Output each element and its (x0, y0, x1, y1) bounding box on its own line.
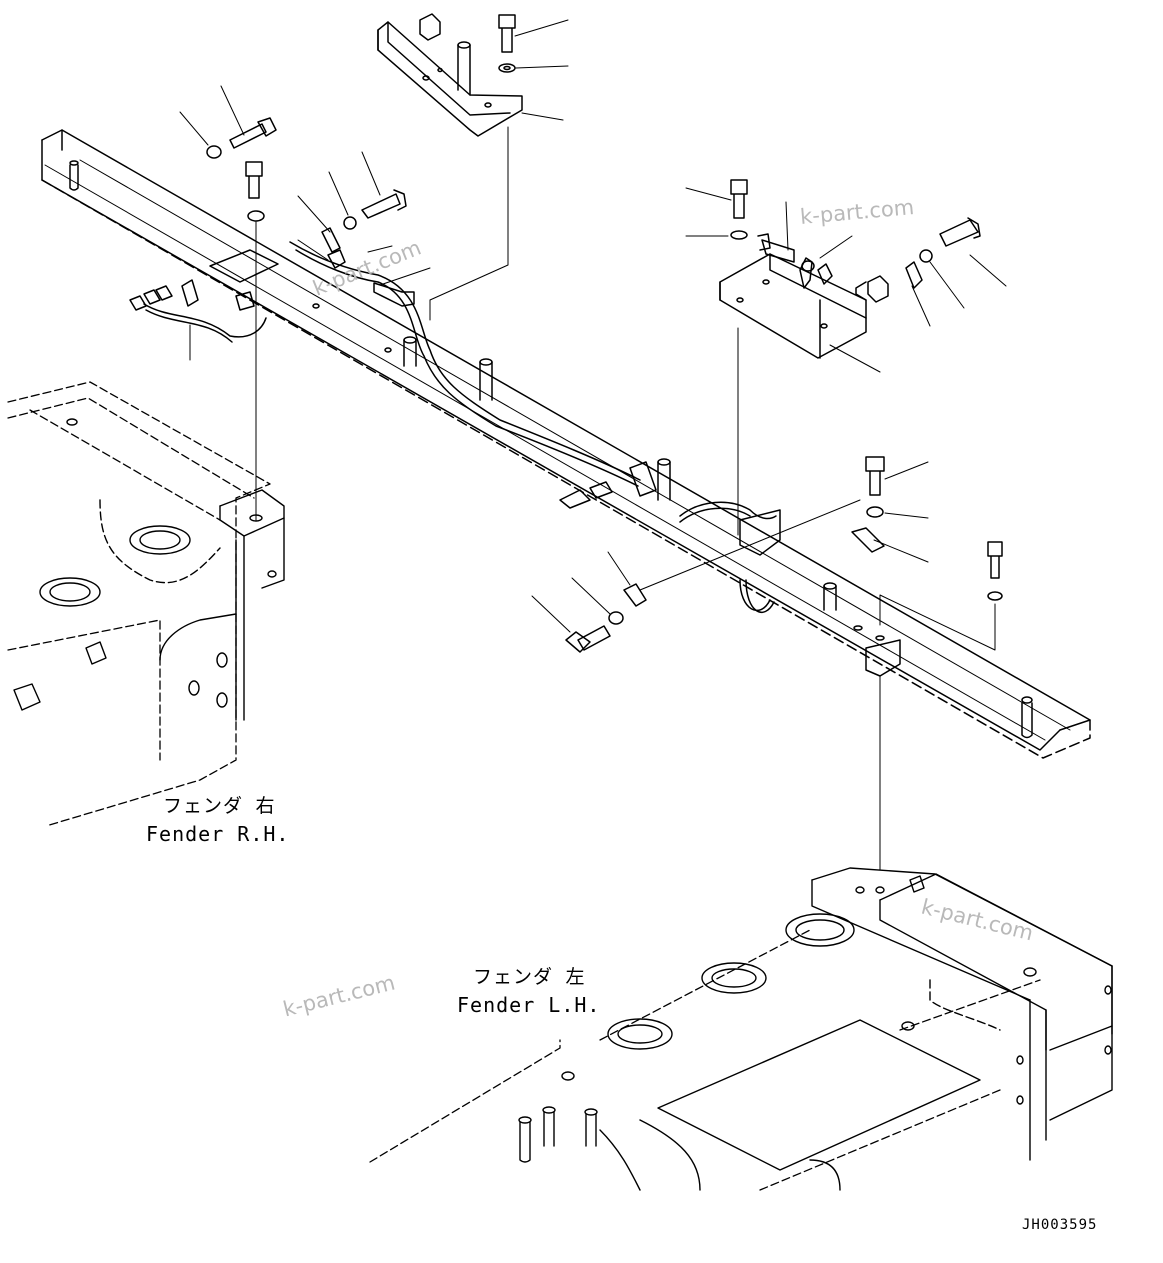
frame-beam (41, 129, 1091, 759)
fender-rh-label-en: Fender R.H. (146, 822, 290, 846)
fender-lh-solid (518, 867, 1113, 1191)
fender-rh-solid (13, 418, 285, 721)
right-bracket (685, 179, 1007, 536)
fender-rh (7, 381, 271, 827)
mid-hardware (531, 456, 1003, 871)
fender-rh-label-jp: フェンダ 右 (163, 795, 276, 817)
upper-bracket (377, 13, 569, 321)
fender-lh-label-en: Fender L.H. (457, 993, 601, 1017)
drawing-code: JH003595 (1022, 1217, 1098, 1233)
left-hardware (129, 85, 641, 521)
fender-lh (369, 929, 1041, 1191)
fender-lh-label-jp: フェンダ 左 (473, 966, 586, 988)
